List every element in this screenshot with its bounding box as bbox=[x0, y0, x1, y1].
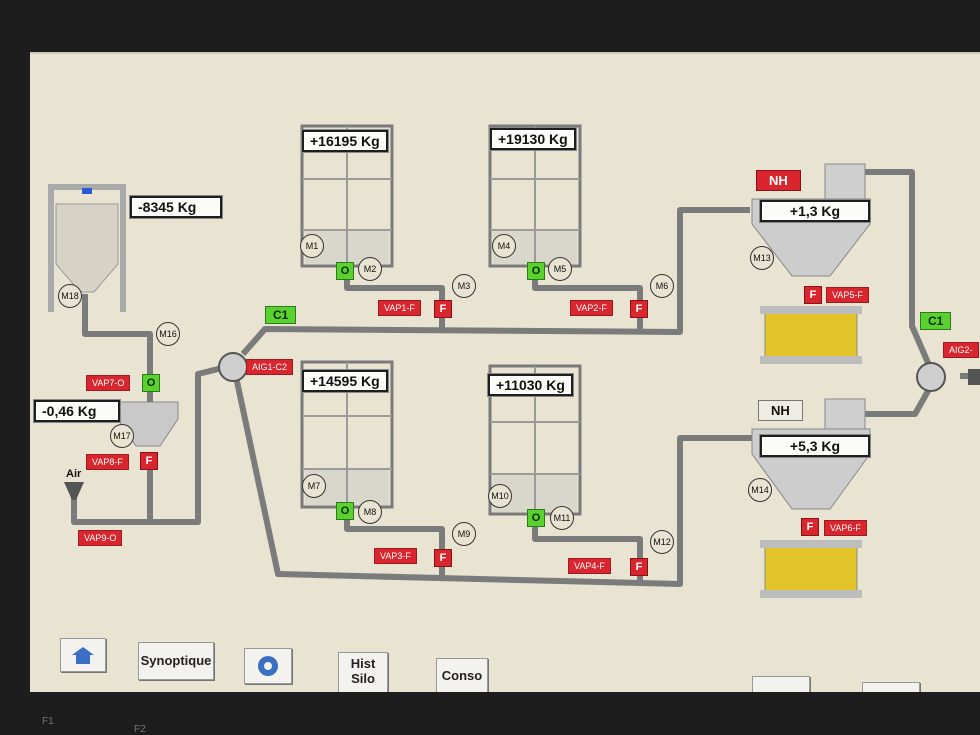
motor-m11[interactable]: M11 bbox=[550, 506, 574, 530]
blank-button-1[interactable] bbox=[752, 676, 810, 692]
function-key-f1[interactable]: F1 bbox=[42, 716, 54, 727]
weight-silo-m4: +19130 Kg bbox=[490, 128, 576, 150]
valve-label-vap1: VAP1-F bbox=[378, 300, 421, 316]
closed-button-vap8[interactable]: F bbox=[140, 452, 158, 470]
silo-m18-drawing bbox=[48, 184, 126, 312]
settings-button[interactable] bbox=[244, 648, 292, 684]
open-button-vap7[interactable]: O bbox=[142, 374, 160, 392]
closed-button-vap3[interactable]: F bbox=[434, 549, 452, 567]
motor-m8[interactable]: M8 bbox=[358, 500, 382, 524]
motor-m3[interactable]: M3 bbox=[452, 274, 476, 298]
closed-button-vap4[interactable]: F bbox=[630, 558, 648, 576]
closed-button-vap6[interactable]: F bbox=[801, 518, 819, 536]
motor-m2[interactable]: M2 bbox=[358, 257, 382, 281]
blank-button-2[interactable] bbox=[862, 682, 920, 692]
weight-mixer-m14: +5,3 Kg bbox=[760, 435, 870, 457]
motor-m6[interactable]: M6 bbox=[650, 274, 674, 298]
weight-silo-m7: +14595 Kg bbox=[302, 370, 388, 392]
motor-m14[interactable]: M14 bbox=[748, 478, 772, 502]
weight-silo-m1: +16195 Kg bbox=[302, 130, 388, 152]
nh-status-bottom: NH bbox=[758, 400, 803, 421]
motor-m1[interactable]: M1 bbox=[300, 234, 324, 258]
valve-label-vap7: VAP7-O bbox=[86, 375, 131, 391]
circuit-c1-right[interactable]: C1 bbox=[920, 312, 952, 330]
motor-m13[interactable]: M13 bbox=[750, 246, 774, 270]
valve-label-vap2: VAP2-F bbox=[570, 300, 613, 316]
hist-silo-button[interactable]: Hist Silo bbox=[338, 652, 388, 692]
motor-m4[interactable]: M4 bbox=[492, 234, 516, 258]
weight-silo-m18: -8345 Kg bbox=[130, 196, 222, 218]
hmi-screen: -8345 Kg +16195 Kg +19130 Kg +14595 Kg +… bbox=[30, 52, 980, 692]
motor-m17[interactable]: M17 bbox=[110, 424, 134, 448]
weight-hopper-m17: -0,46 Kg bbox=[34, 400, 120, 422]
valve-label-aig2: AIG2- bbox=[943, 342, 979, 358]
closed-button-vap5[interactable]: F bbox=[804, 286, 822, 304]
valve-label-vap9: VAP9-O bbox=[78, 530, 123, 546]
function-key-f2[interactable]: F2 bbox=[134, 724, 146, 735]
motor-m16[interactable]: M16 bbox=[156, 322, 180, 346]
valve-label-vap6: VAP6-F bbox=[824, 520, 867, 536]
nh-status-top: NH bbox=[756, 170, 801, 191]
open-button-m5[interactable]: O bbox=[527, 262, 545, 280]
closed-button-vap1[interactable]: F bbox=[434, 300, 452, 318]
motor-m12[interactable]: M12 bbox=[650, 530, 674, 554]
diverter-valve-aig2[interactable] bbox=[916, 362, 946, 392]
motor-m5[interactable]: M5 bbox=[548, 257, 572, 281]
open-button-m11[interactable]: O bbox=[527, 509, 545, 527]
weight-silo-m10: +11030 Kg bbox=[488, 374, 573, 396]
valve-label-aig1: AIG1-C2 bbox=[246, 359, 294, 375]
diverter-valve-aig1[interactable] bbox=[218, 352, 248, 382]
closed-button-vap2[interactable]: F bbox=[630, 300, 648, 318]
home-button[interactable] bbox=[60, 638, 106, 672]
motor-m10[interactable]: M10 bbox=[488, 484, 512, 508]
valve-label-vap8: VAP8-F bbox=[86, 454, 129, 470]
valve-label-vap4: VAP4-F bbox=[568, 558, 611, 574]
gear-icon bbox=[255, 653, 281, 682]
circuit-c1-top[interactable]: C1 bbox=[265, 306, 297, 324]
motor-m18[interactable]: M18 bbox=[58, 284, 82, 308]
valve-label-vap5: VAP5-F bbox=[826, 287, 869, 303]
air-label: Air bbox=[66, 468, 82, 480]
valve-label-vap3: VAP3-F bbox=[374, 548, 417, 564]
motor-m7[interactable]: M7 bbox=[302, 474, 326, 498]
mixer-m14-drawing bbox=[751, 398, 871, 598]
synoptique-button[interactable]: Synoptique bbox=[138, 642, 214, 680]
motor-m9[interactable]: M9 bbox=[452, 522, 476, 546]
open-button-m8[interactable]: O bbox=[336, 502, 354, 520]
home-icon bbox=[70, 645, 96, 668]
weight-mixer-m13: +1,3 Kg bbox=[760, 200, 870, 222]
conso-button[interactable]: Conso bbox=[436, 658, 488, 692]
open-button-m2[interactable]: O bbox=[336, 262, 354, 280]
